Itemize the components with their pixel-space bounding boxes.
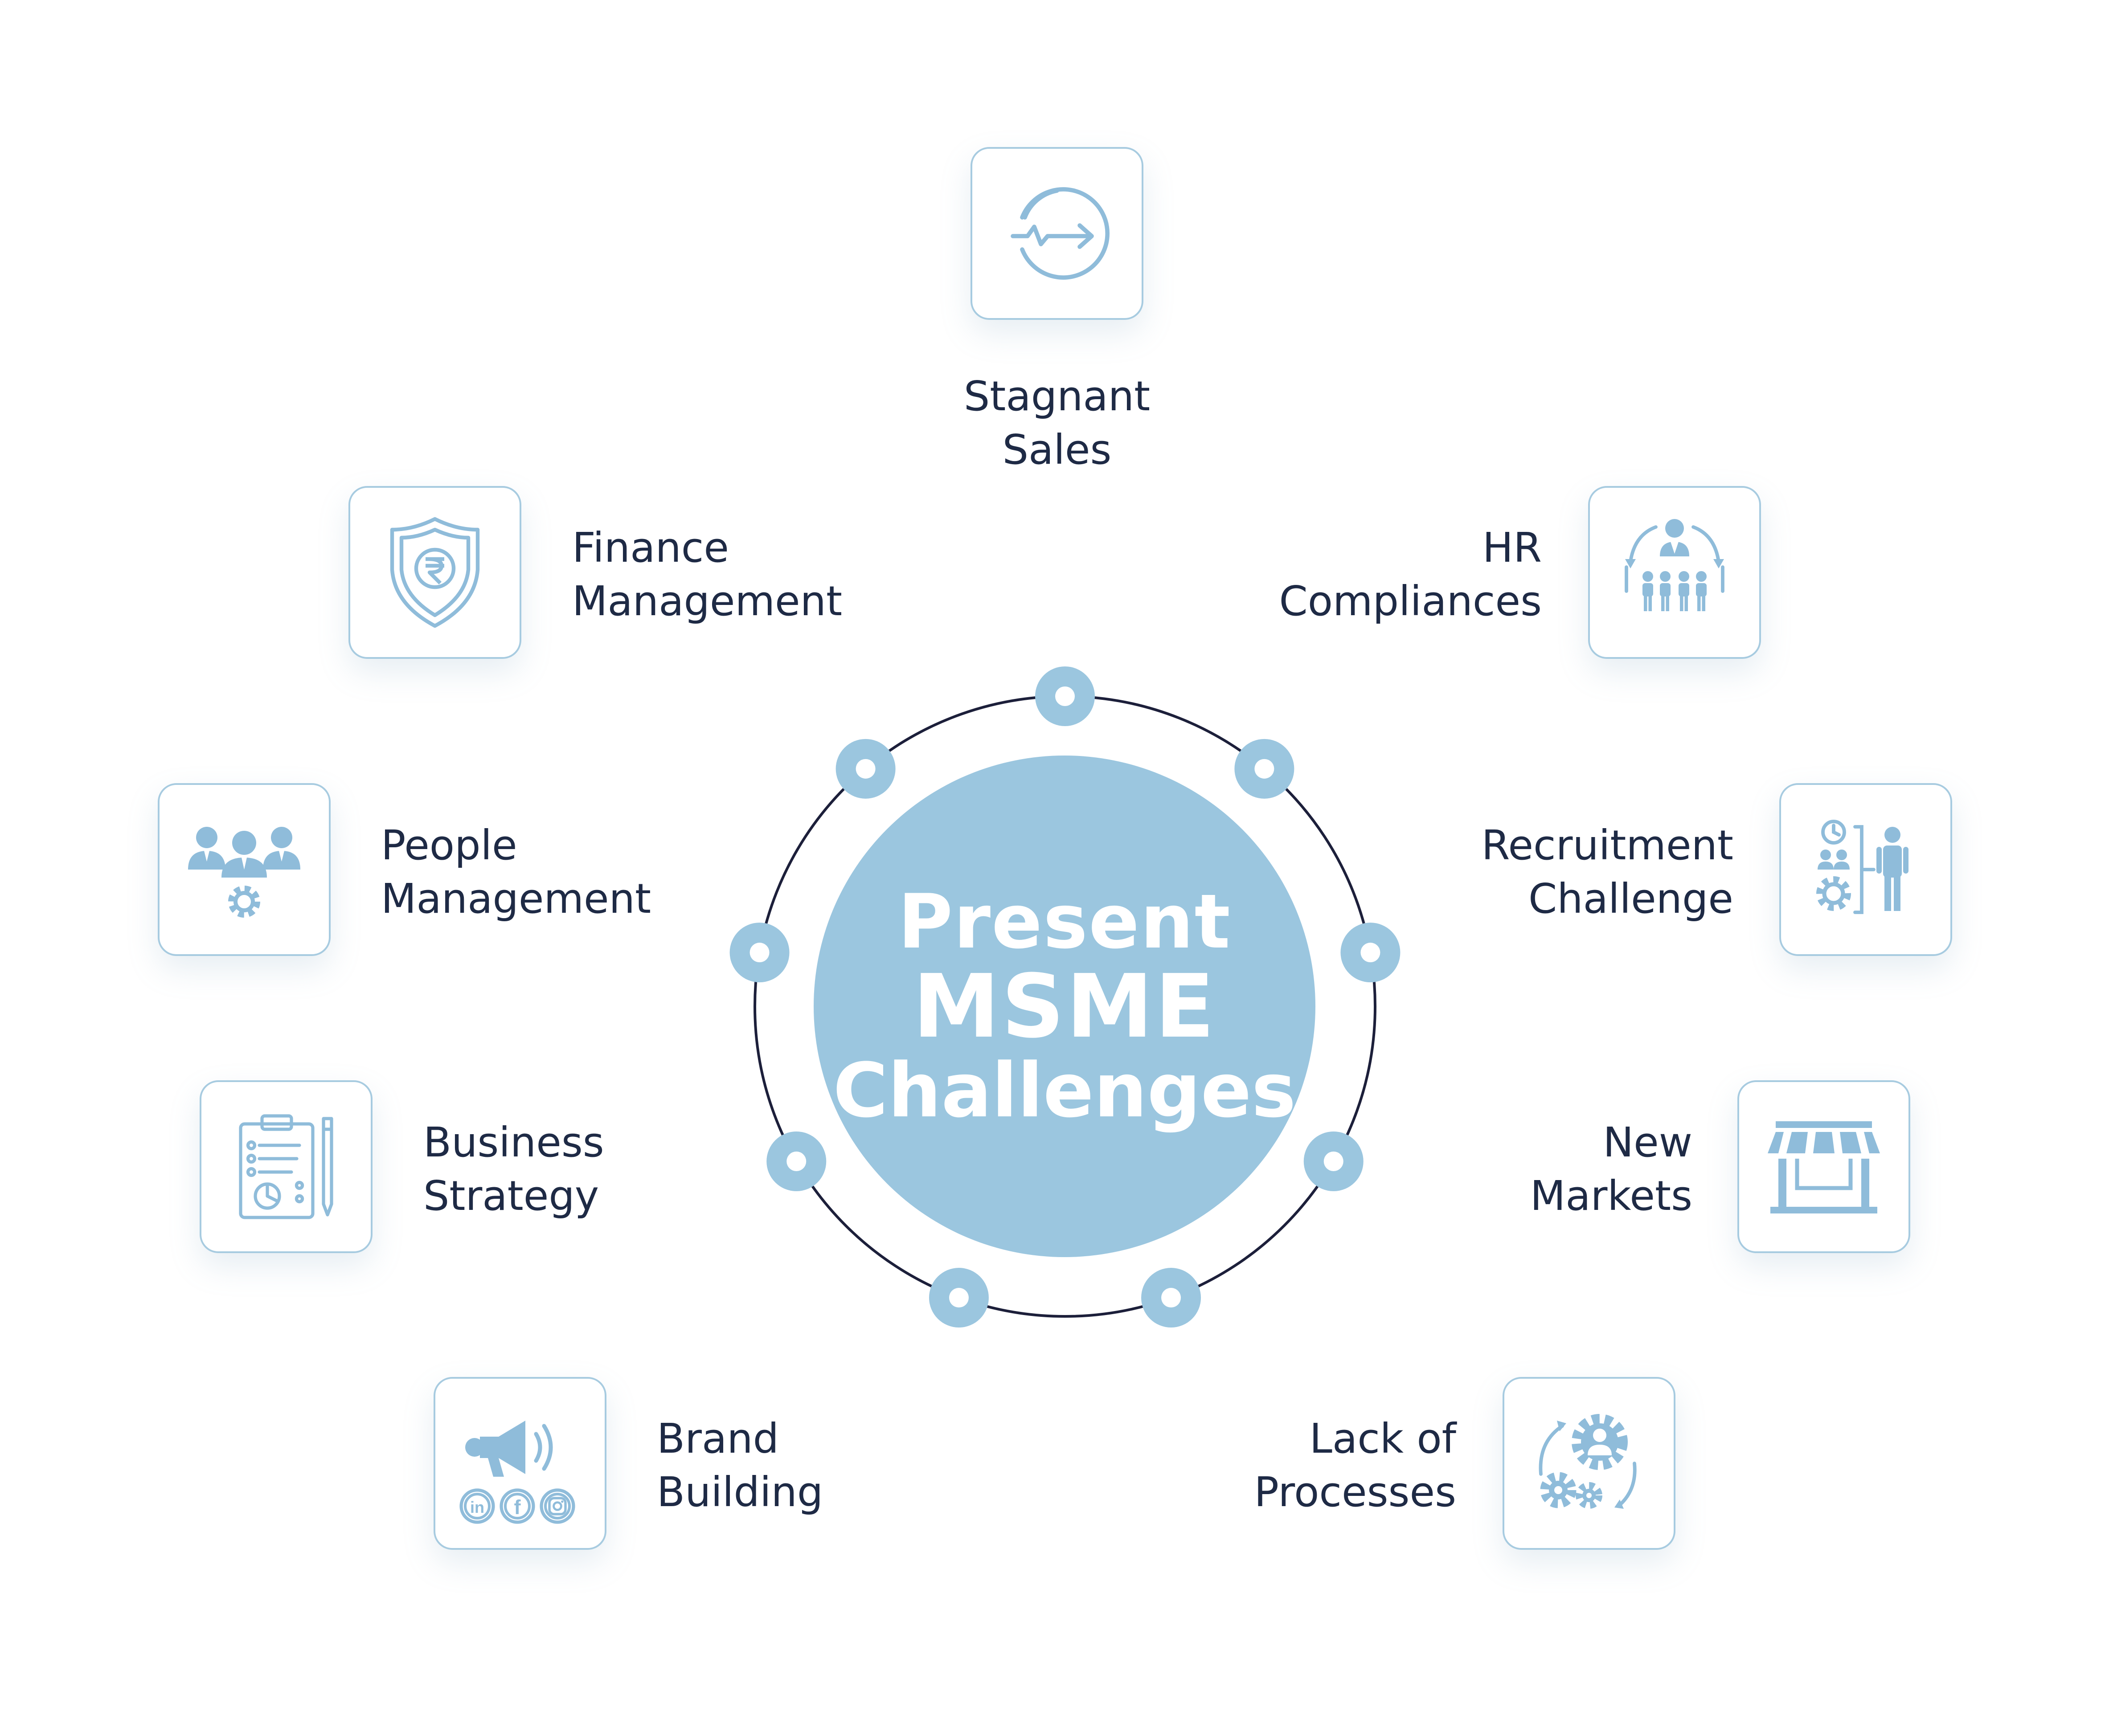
card-lack-of-processes <box>1503 1377 1675 1550</box>
label-line: New <box>1603 1119 1692 1166</box>
instagram-icon <box>548 1497 567 1515</box>
label-line: HR <box>1482 524 1542 572</box>
label-line: Brand <box>657 1415 779 1462</box>
label-recruitment-challenge: Recruitment Challenge <box>1413 819 1733 926</box>
label-lack-of-processes: Lack of Processes <box>1135 1412 1456 1519</box>
gears-person-icon <box>1539 1414 1637 1509</box>
label-line: Markets <box>1530 1172 1692 1220</box>
ring-node-center <box>1161 1288 1181 1308</box>
label-line: Sales <box>1002 426 1112 474</box>
center-title-line3: Challenges <box>833 1046 1296 1134</box>
card-recruitment-challenge <box>1779 783 1952 956</box>
ring-node-center <box>786 1152 807 1171</box>
ring-nodes <box>729 666 1401 1328</box>
card-brand-building: in f <box>434 1377 606 1550</box>
megaphone-social-icon: in f <box>459 1421 575 1524</box>
label-line: Business <box>423 1119 604 1166</box>
facebook-icon: f <box>514 1496 521 1519</box>
ring-node-center <box>1360 943 1380 963</box>
label-line: Management <box>381 875 651 923</box>
card-finance-management <box>348 486 521 659</box>
label-finance-management: Finance Management <box>572 521 893 628</box>
label-people-management: People Management <box>381 819 702 926</box>
label-line: Processes <box>1254 1468 1456 1516</box>
label-hr-compliances: HR Compliances <box>1221 521 1542 628</box>
ring-node-center <box>1254 759 1274 779</box>
label-new-markets: New Markets <box>1372 1116 1692 1223</box>
label-stagnant-sales: Stagnant Sales <box>897 370 1217 477</box>
label-business-strategy: Business Strategy <box>423 1116 744 1223</box>
card-stagnant-sales <box>971 147 1143 320</box>
label-line: Building <box>657 1468 823 1516</box>
storefront-icon <box>1768 1121 1880 1213</box>
label-line: Recruitment <box>1481 821 1733 869</box>
clipboard-plan-icon <box>239 1114 333 1219</box>
people-gear-icon <box>188 827 300 918</box>
card-business-strategy <box>200 1080 373 1253</box>
team-cycle-icon <box>1625 519 1724 611</box>
ring-node-center <box>749 943 770 963</box>
card-people-management <box>158 783 331 956</box>
center-hub: Present MSME Challenges <box>814 756 1315 1257</box>
sales-trend-icon <box>1011 187 1110 280</box>
center-title-line1: Present <box>898 878 1231 965</box>
card-new-markets <box>1737 1080 1910 1253</box>
ring-node-center <box>1323 1152 1343 1171</box>
social-icons-row: in f <box>459 1488 575 1524</box>
linkedin-icon: in <box>470 1498 484 1516</box>
ring-node-center <box>1055 686 1075 706</box>
label-line: Challenge <box>1528 875 1733 923</box>
label-line: Management <box>572 577 843 625</box>
recruitment-icon <box>1816 820 1908 914</box>
label-line: Strategy <box>423 1172 599 1220</box>
center-title-line2: MSME <box>913 956 1216 1058</box>
label-line: Finance <box>572 524 729 572</box>
card-hr-compliances <box>1588 486 1761 659</box>
rupee-shield-icon <box>390 517 480 628</box>
ring-node-center <box>949 1288 969 1308</box>
label-line: Lack of <box>1309 1415 1456 1462</box>
label-line: Compliances <box>1279 577 1542 625</box>
ring-node-center <box>856 759 876 779</box>
label-line: People <box>381 821 517 869</box>
label-brand-building: Brand Building <box>657 1412 978 1519</box>
label-line: Stagnant <box>963 372 1151 420</box>
